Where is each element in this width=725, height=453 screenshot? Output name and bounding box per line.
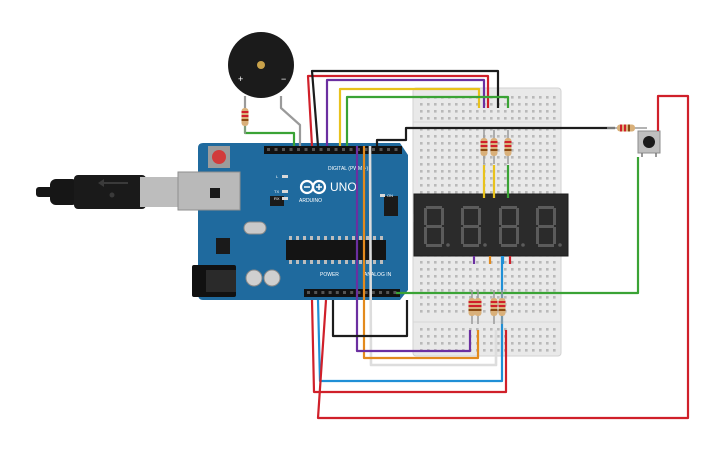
wire-black-bottom <box>331 300 409 338</box>
resistor[interactable] <box>468 290 476 324</box>
wire-orange <box>362 146 480 360</box>
wire-black-top <box>310 69 500 147</box>
arduino-logo-icon <box>299 179 327 195</box>
seven-segment-display[interactable] <box>413 193 569 257</box>
resistor[interactable] <box>498 290 506 324</box>
resistor[interactable] <box>490 290 498 324</box>
resistor-icon <box>241 100 647 324</box>
pushbutton-icon[interactable] <box>637 130 661 157</box>
display-digits <box>424 206 562 247</box>
buzzer-icon[interactable]: + − <box>228 32 294 98</box>
board-model: UNO <box>330 180 357 194</box>
digital-pin-header[interactable] <box>267 148 398 151</box>
arduino-uno-board[interactable]: UNO ARDUINO DIGITAL (PWM ~) POWER ANALOG… <box>177 143 408 300</box>
resistor[interactable] <box>490 130 498 164</box>
power-label: POWER <box>320 272 339 278</box>
resistor[interactable] <box>607 124 647 132</box>
segment-digit <box>499 206 525 247</box>
wire-green-top <box>345 95 510 146</box>
digital-header-label: DIGITAL (PWM ~) <box>328 166 368 172</box>
wire-red-long <box>316 94 690 420</box>
atmega-pins <box>289 236 383 264</box>
resistor[interactable] <box>504 130 512 164</box>
led-tx-label: TX <box>274 189 279 194</box>
board-brand: ARDUINO <box>299 198 322 204</box>
buzzer-minus-label: − <box>281 74 286 84</box>
segment-digit <box>536 206 562 247</box>
segment-digit <box>424 206 450 247</box>
wire-white <box>368 145 498 367</box>
wire-purple-bottom <box>355 146 472 353</box>
wire-red-top <box>306 74 490 147</box>
segment-digit <box>461 206 487 247</box>
power-analog-header[interactable] <box>307 291 397 294</box>
led-l-label: L <box>276 174 279 179</box>
wire-red-outer <box>310 299 508 394</box>
wire-purple-top <box>325 78 486 146</box>
usb-cable-icon[interactable] <box>36 175 190 209</box>
analog-in-label: ANALOG IN <box>364 272 392 278</box>
resistor[interactable] <box>474 290 482 324</box>
wire-green-button <box>396 157 640 295</box>
wire-yellow-top <box>338 87 481 146</box>
on-label: ON <box>387 193 393 198</box>
buzzer-plus-label: + <box>238 74 243 84</box>
wire-buzzer-minus <box>279 96 302 146</box>
resistor[interactable] <box>480 130 488 164</box>
resistor[interactable] <box>241 100 249 134</box>
led-rx-label: RX <box>274 196 280 201</box>
wire-black-display <box>375 126 615 146</box>
